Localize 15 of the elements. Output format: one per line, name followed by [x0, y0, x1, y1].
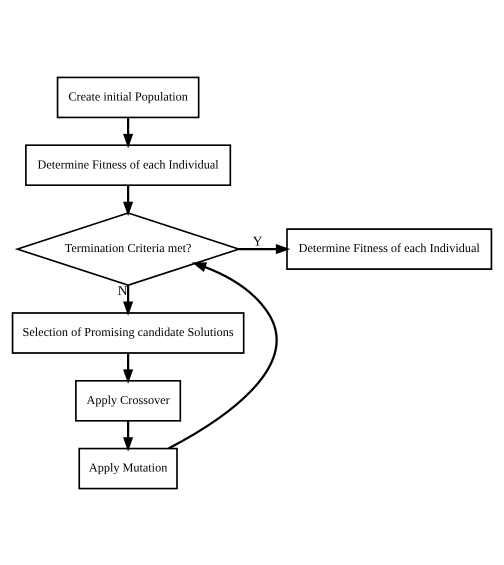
- arrow: [168, 262, 278, 449]
- arrow: [123, 420, 134, 452]
- arrow: [238, 244, 290, 254]
- arrow: [123, 352, 134, 384]
- node-box: Determine Fitness of each Individual: [25, 144, 232, 186]
- node-box: Create initial Population: [56, 76, 200, 118]
- arrow: [123, 184, 134, 216]
- node-diamond: Termination Criteria met?: [14, 212, 242, 286]
- arrow: [123, 117, 134, 148]
- node-box: Determine Fitness of each Individual: [286, 228, 492, 270]
- arrow: [123, 284, 134, 316]
- node-box: Apply Mutation: [78, 447, 178, 489]
- node-box: Selection of Promising candidate Solutions: [12, 312, 244, 354]
- node-box: Apply Crossover: [75, 379, 182, 422]
- edge-label: Y: [252, 232, 262, 248]
